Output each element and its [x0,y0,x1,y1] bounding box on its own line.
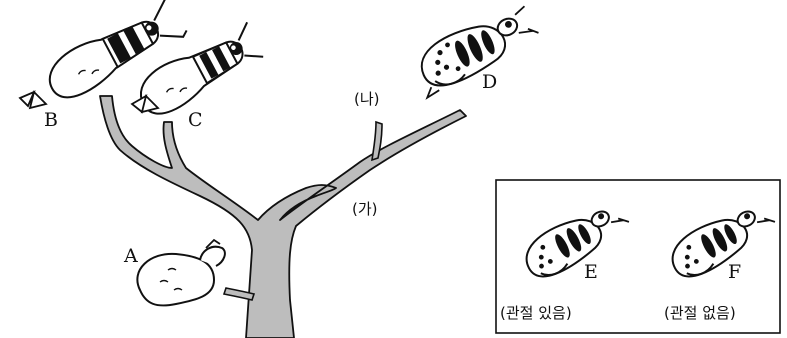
label-b: B [44,109,58,131]
label-d: D [482,71,497,93]
label-na: (나) [354,90,380,108]
organism-c [130,21,264,115]
tree [99,95,467,338]
organism-a [136,238,226,307]
label-f: F [728,261,741,283]
caption-e: (관절 있음) [500,304,572,322]
branch-na [371,120,383,162]
organism-d [420,5,539,100]
branch-a [222,287,256,301]
label-a: A [123,245,138,267]
label-e: E [584,261,598,283]
label-c: C [188,109,203,131]
organism-b [18,0,188,110]
caption-f: (관절 없음) [664,304,736,322]
label-ga: (가) [352,200,378,218]
inset-box: E (관절 있음) F (관절 없음) [495,179,781,334]
organism-e [525,210,630,278]
organism-f [671,210,776,278]
